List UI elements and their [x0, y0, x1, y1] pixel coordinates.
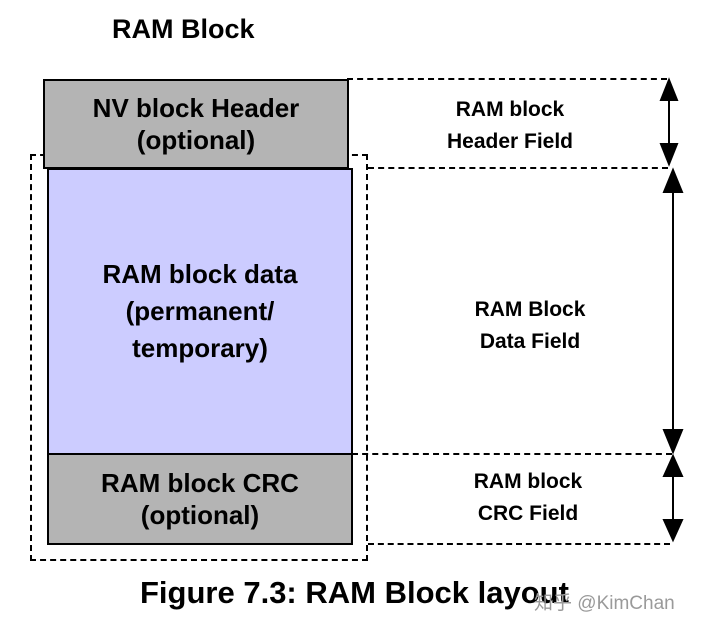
- crc-field-bottom-line: [368, 543, 670, 545]
- crc-field-arrow: [662, 453, 684, 543]
- nv-block-header: NV block Header (optional): [43, 79, 349, 169]
- header-field-line2: Header Field: [446, 130, 574, 153]
- ram-block-crc-line2: (optional): [140, 500, 260, 530]
- ram-block-data-line1: RAM block data: [102, 259, 298, 289]
- ram-block-crc: RAM block CRC (optional): [47, 453, 353, 545]
- diagram-title: RAM Block: [112, 14, 255, 44]
- watermark: 知乎 @KimChan: [534, 593, 675, 614]
- ram-block-crc-line1: RAM block CRC: [101, 468, 299, 498]
- nv-block-header-line2: (optional): [136, 125, 256, 155]
- ram-block-data: RAM block data (permanent/ temporary): [47, 168, 353, 455]
- crc-field-label: RAM block CRC Field: [438, 466, 618, 530]
- nv-block-header-line1: NV block Header: [92, 93, 300, 123]
- crc-field-line2: CRC Field: [477, 502, 579, 525]
- header-field-line1: RAM block: [455, 98, 565, 121]
- data-field-arrow: [662, 167, 684, 455]
- header-field-arrow: [659, 77, 679, 167]
- data-field-line1: RAM Block: [474, 298, 586, 321]
- data-field-label: RAM Block Data Field: [440, 294, 620, 358]
- ram-block-data-line3: temporary): [132, 333, 268, 363]
- header-field-label: RAM block Header Field: [420, 94, 600, 158]
- data-field-bottom-line: [352, 453, 672, 455]
- data-field-line2: Data Field: [479, 330, 581, 353]
- ram-block-data-line2: (permanent/: [125, 296, 275, 326]
- header-field-top-line: [347, 78, 667, 80]
- crc-field-line1: RAM block: [473, 470, 583, 493]
- header-field-bottom-line: [368, 167, 668, 169]
- figure-caption: Figure 7.3: RAM Block layout: [140, 575, 569, 610]
